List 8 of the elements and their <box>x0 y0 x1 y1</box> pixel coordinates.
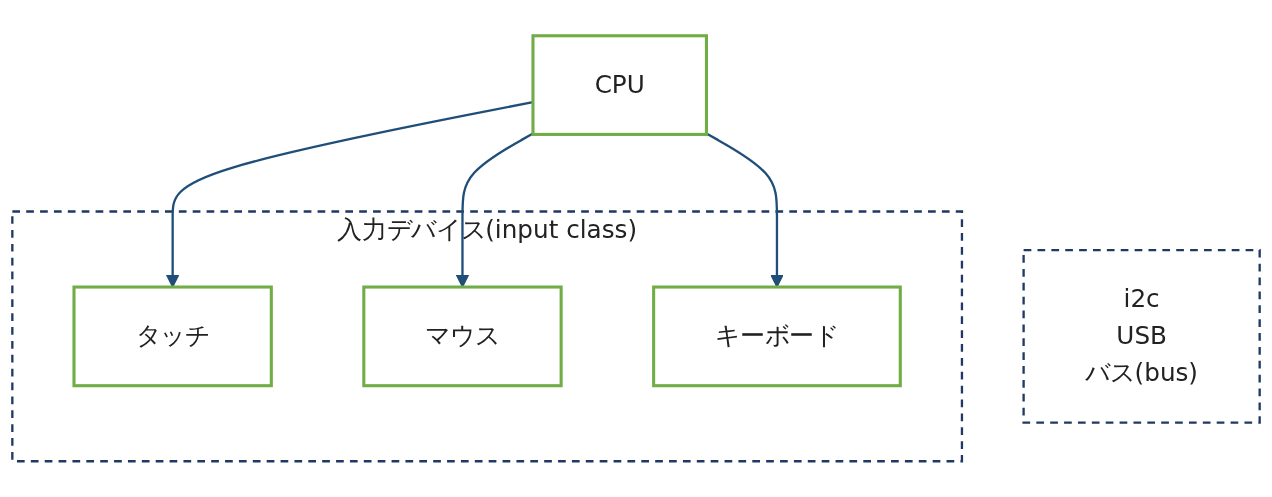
arrow <box>165 101 534 288</box>
arrow <box>705 132 784 288</box>
node-box: キーボード <box>652 285 902 388</box>
node-box: i2c USB バス(bus) <box>1022 248 1261 424</box>
arrow <box>455 132 534 288</box>
node-box: CPU <box>531 34 708 136</box>
node-box: タッチ <box>72 285 273 388</box>
node-box: マウス <box>362 285 563 388</box>
